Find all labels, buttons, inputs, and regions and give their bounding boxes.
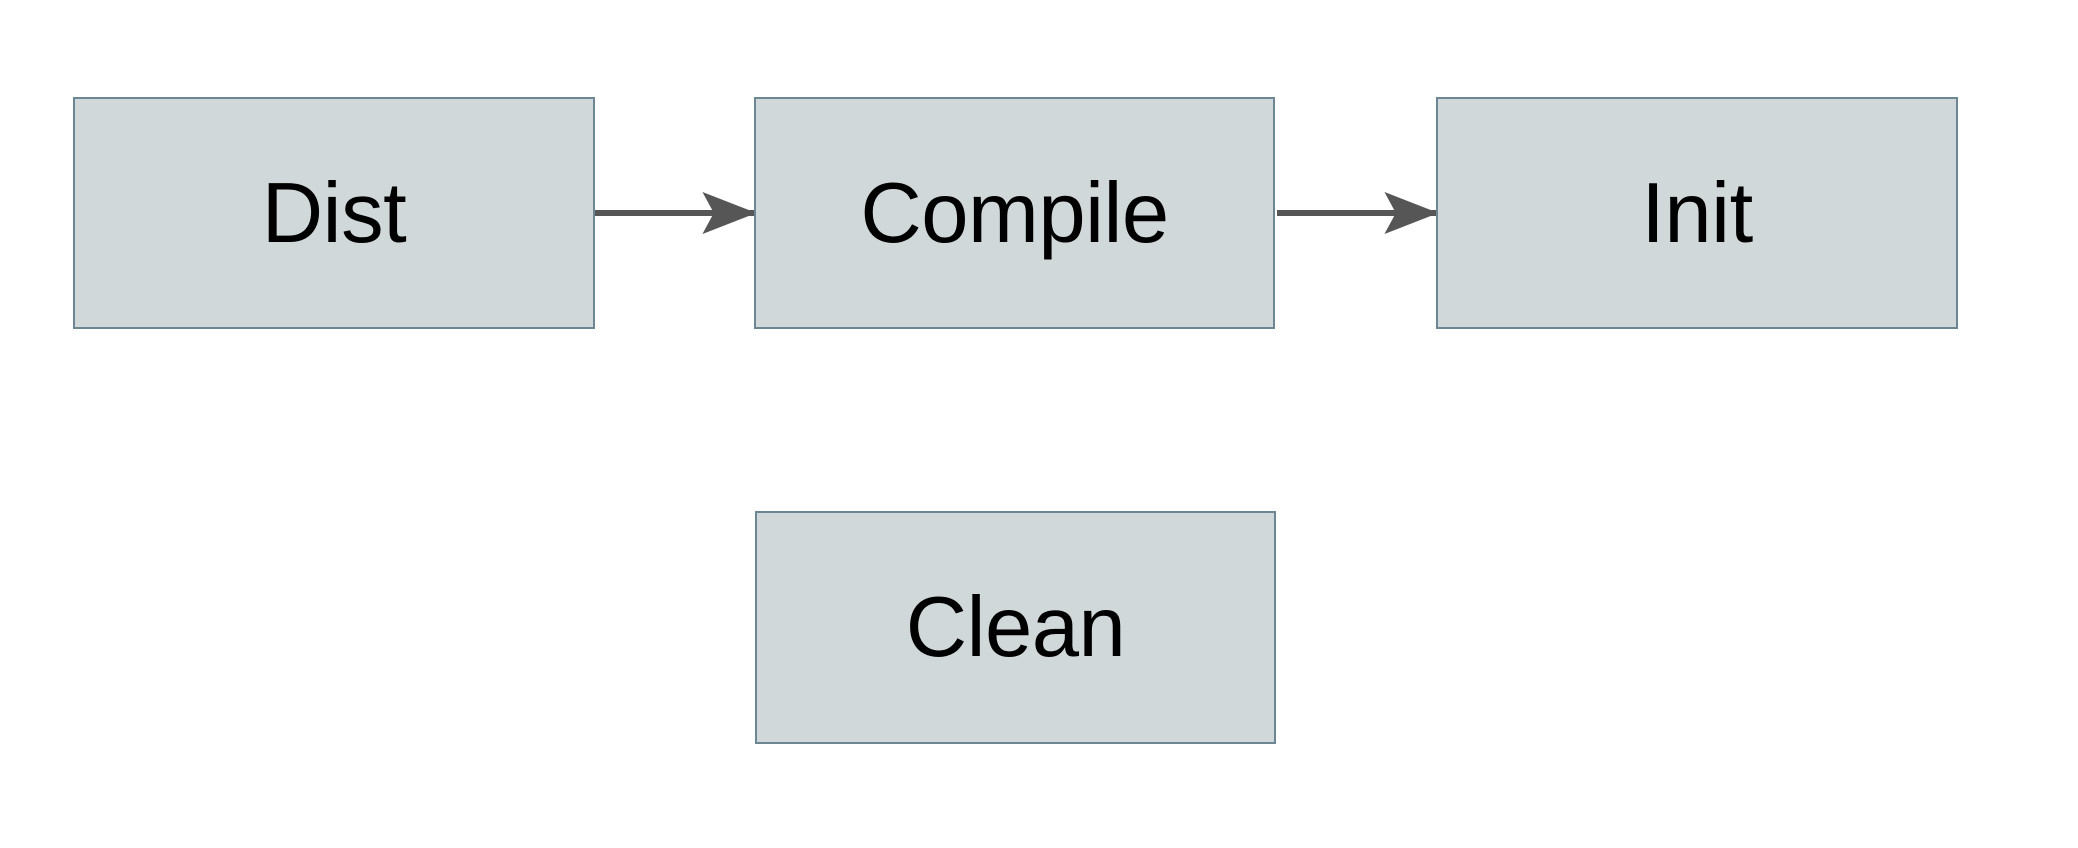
node-init[interactable]: Init — [1436, 97, 1958, 329]
node-label-dist: Dist — [261, 165, 407, 261]
node-label-compile: Compile — [860, 165, 1169, 261]
node-label-init: Init — [1641, 165, 1753, 261]
node-dist[interactable]: Dist — [73, 97, 595, 329]
node-compile[interactable]: Compile — [754, 97, 1275, 329]
node-clean[interactable]: Clean — [755, 511, 1276, 744]
node-label-clean: Clean — [905, 580, 1126, 675]
